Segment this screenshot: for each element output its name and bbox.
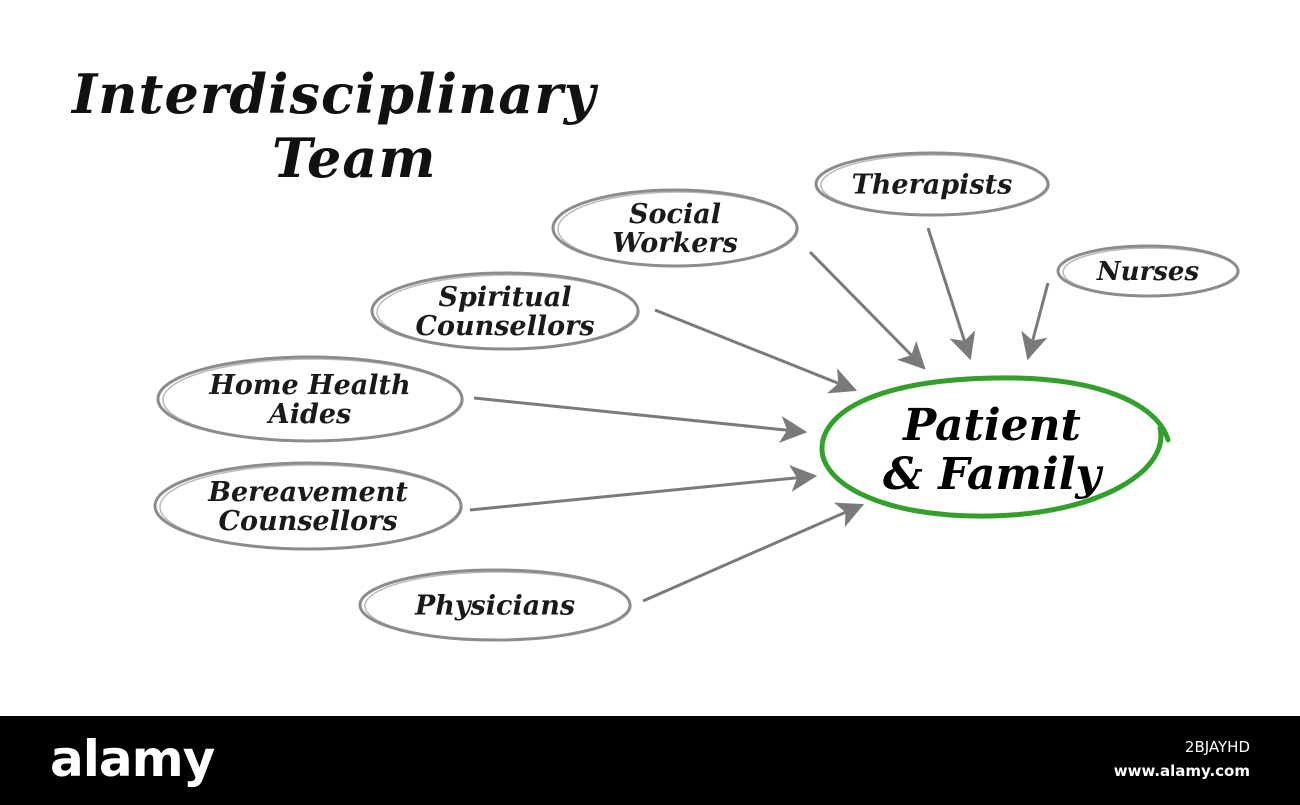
arrow-spiritual-counsellors xyxy=(655,310,855,390)
node-physicians: Physicians xyxy=(360,570,631,640)
node-label-therapists-1: Therapists xyxy=(852,169,1013,200)
node-spiritual-counsellors: SpiritualCounsellors xyxy=(372,273,639,349)
node-nurses: Nurses xyxy=(1058,246,1239,296)
diagram-svg: TherapistsSocialWorkersNursesSpiritualCo… xyxy=(0,0,1300,716)
node-label-social-workers-1: Social xyxy=(629,199,721,230)
node-label-home-health-aides-1: Home Health xyxy=(208,370,410,401)
node-home-health-aides: Home HealthAides xyxy=(158,357,463,441)
center-node-line-2: & Family xyxy=(883,449,1104,500)
center-node-line-1: Patient xyxy=(901,400,1081,451)
diagram-canvas: Interdisciplinary Team TherapistsSocialW… xyxy=(0,0,1300,716)
node-therapists: Therapists xyxy=(816,153,1049,215)
arrow-physicians xyxy=(643,505,862,601)
arrow-nurses xyxy=(1028,283,1048,358)
image-id-label: 2BJAYHD xyxy=(1185,738,1250,756)
center-node-patient-family: Patient & Family xyxy=(822,378,1168,516)
node-label-nurses-1: Nurses xyxy=(1096,257,1200,287)
node-social-workers: SocialWorkers xyxy=(553,190,798,266)
arrow-home-health-aides xyxy=(474,398,805,432)
node-bereavement-counsellors: BereavementCounsellors xyxy=(155,463,462,549)
node-label-bereavement-counsellors-1: Bereavement xyxy=(207,477,408,508)
arrow-therapists xyxy=(928,228,970,358)
node-label-spiritual-counsellors-1: Spiritual xyxy=(439,282,572,313)
node-label-physicians-1: Physicians xyxy=(414,590,575,621)
footer-bar: alamy 2BJAYHD www.alamy.com xyxy=(0,716,1300,805)
arrow-bereavement-counsellors xyxy=(470,476,815,510)
node-label-social-workers-2: Workers xyxy=(612,228,738,259)
node-label-spiritual-counsellors-2: Counsellors xyxy=(415,311,594,342)
node-label-home-health-aides-2: Aides xyxy=(266,399,351,430)
alamy-logo: alamy xyxy=(50,730,214,788)
arrow-social-workers xyxy=(810,252,924,368)
site-url-label: www.alamy.com xyxy=(1114,762,1250,780)
node-label-bereavement-counsellors-2: Counsellors xyxy=(218,506,397,537)
